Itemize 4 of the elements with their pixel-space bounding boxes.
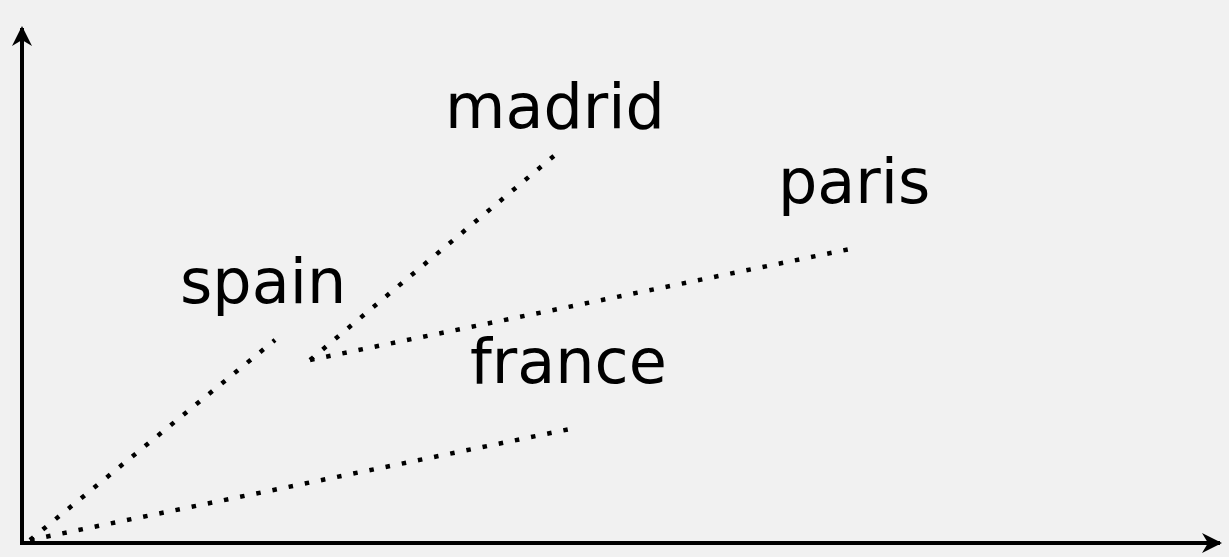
word-label: france <box>470 330 667 428</box>
word-label: spain <box>180 250 347 340</box>
word-label: madrid <box>445 75 665 155</box>
word-label: paris <box>778 150 931 248</box>
